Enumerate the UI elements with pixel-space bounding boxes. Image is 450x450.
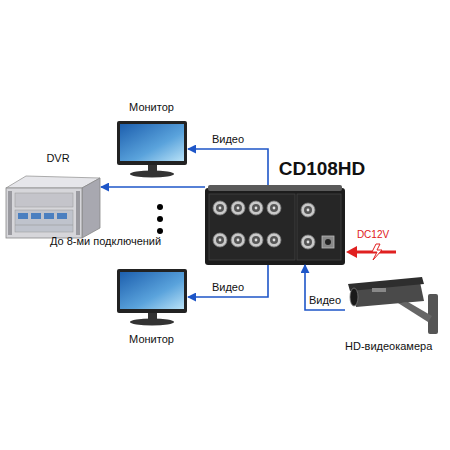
monitor-illustration <box>117 269 187 326</box>
video-connector <box>188 149 268 185</box>
video-connector <box>101 186 205 188</box>
continuation-dots <box>157 204 163 234</box>
monitor-node: Монитор <box>115 268 188 326</box>
monitor-illustration <box>117 121 187 178</box>
power-label: DC12V <box>350 228 396 242</box>
camera-node: HD-видеокамера <box>345 280 442 335</box>
distributor-illustration <box>205 185 345 265</box>
video-connector <box>188 265 268 297</box>
distributor-node: CD108HD <box>205 185 345 265</box>
camera-illustration <box>348 277 438 334</box>
node-title: DVR <box>18 151 98 165</box>
node-title: CD108HD <box>267 158 377 180</box>
dvr-illustration <box>6 176 100 238</box>
monitor-node: Монитор <box>115 120 188 178</box>
power-arrow <box>346 244 396 260</box>
dvr-node: DVR <box>5 175 101 240</box>
node-title: HD-видеокамера <box>345 339 425 353</box>
connection-note: До 8-ми подключений <box>50 234 160 248</box>
edge-label: Видео <box>295 293 355 307</box>
node-title: Монитор <box>105 100 198 114</box>
edge-label: Видео <box>198 280 258 294</box>
node-title: Монитор <box>105 332 198 346</box>
edge-label: Видео <box>198 132 258 146</box>
